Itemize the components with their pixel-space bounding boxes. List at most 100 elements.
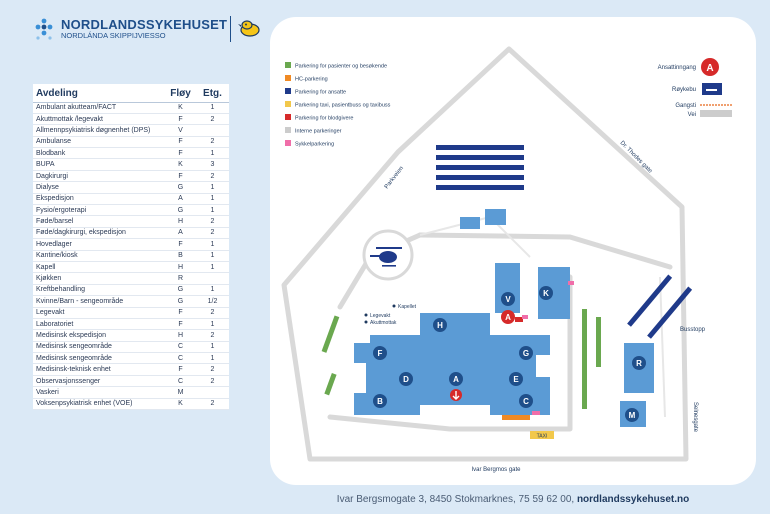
cell-wing: F [165,136,195,149]
cell-floor: 1 [195,341,229,354]
cell-wing: C [165,341,195,354]
building-small-1 [460,217,480,229]
wing-badge-f [373,346,387,360]
cell-wing: F [165,147,195,160]
cell-department: Medisinsk sengeområde [33,341,165,354]
visitor-parking [321,309,601,409]
cell-floor: 2 [195,375,229,388]
main-entrance-label-2: INNGANG [445,410,467,415]
wing-badge-r [632,356,646,370]
wing-letter: D [403,375,409,384]
cell-floor: 3 [195,158,229,171]
parking-legend: Parkering for pasienter og besøkendeHC-p… [285,62,391,148]
cell-department: Ekspedisjon [33,193,165,206]
wing-letter: G [523,349,529,358]
header-wing: Fløy [165,84,195,103]
cell-department: Legevakt [33,307,165,319]
street-selnes: Selnesgate [692,402,698,433]
map-panel: TAXI HOVED- INNGANG [270,17,756,485]
wing-badge-v [501,292,515,306]
staff-entrance-letter: A [505,313,511,322]
road-outer [281,46,689,462]
wing-letter: B [377,397,383,406]
legend-label: HC-parkering [295,77,328,83]
cell-floor: 1 [195,238,229,251]
main-entrance-label-1: HOVED- [447,405,465,410]
cell-department: Vaskeri [33,386,165,399]
cell-wing: F [165,363,195,376]
road-inner-east [417,232,673,270]
cell-department: Laboratoriet [33,318,165,331]
legend-walkway-label: Gangsti [675,103,696,109]
cell-wing: F [165,318,195,331]
wing-letter: R [636,359,642,368]
main-entrance: HOVED- INNGANG [445,389,467,415]
cell-wing: F [165,113,195,126]
legend-label: Interne parkeringer [295,129,342,135]
cell-department: Dialyse [33,181,165,194]
taxi-label: TAXI [537,434,548,440]
street-thodes: Dr. Thodes gate [619,140,654,175]
cell-floor: 1/2 [195,295,229,308]
cell-department: Akuttmottak /legevakt [33,113,165,126]
logo-title: NORDLANDSSYKEHUSET [61,17,228,32]
cell-department: Føde/barsel [33,215,165,228]
cell-floor: 1 [195,352,229,365]
cell-department: Medisinsk-teknisk enhet [33,363,165,376]
cell-department: Kreftbehandling [33,284,165,297]
legend-swatch [285,62,291,68]
cell-department: Medisinsk ekspedisjon [33,329,165,342]
cell-wing: R [165,272,195,285]
cell-wing: G [165,204,195,217]
street-parkveien: Parkveien [384,166,405,191]
wing-badge-h [433,318,447,332]
cell-floor: 1 [195,181,229,194]
cell-floor: 1 [195,318,229,331]
wing-letter: M [629,411,636,420]
cell-floor: 2 [195,113,229,126]
cell-department: Ambulanse [33,136,165,149]
building-small-2 [485,209,506,225]
footer-website: nordlandssykehuset.no [576,494,690,505]
staff-parking [436,145,693,339]
cell-wing: G [165,295,195,308]
cell-floor: 2 [195,307,229,319]
cell-wing: H [165,329,195,342]
cell-floor: 2 [195,215,229,228]
cell-floor: 2 [195,398,229,411]
logo-divider [230,16,231,42]
cell-wing: B [165,250,195,262]
road-inner-south [327,274,573,432]
cell-floor: 2 [195,170,229,183]
cell-wing: K [165,398,195,411]
helicopter-icon [370,247,402,267]
cell-wing: C [165,352,195,365]
cell-department: Observasjonssenger [33,375,165,388]
cell-wing: F [165,307,195,319]
wing-letter: A [453,375,459,384]
wing-badge-m [625,408,639,422]
cell-wing: A [165,227,195,240]
cell-wing: F [165,238,195,251]
wing-letter: H [437,321,443,330]
wing-badge-c [519,394,533,408]
staff-entrance-marker: A [501,310,515,324]
blood-donor-parking [515,317,523,322]
cell-floor: 1 [195,102,229,114]
legend-label: Parkering for ansatte [295,90,346,96]
